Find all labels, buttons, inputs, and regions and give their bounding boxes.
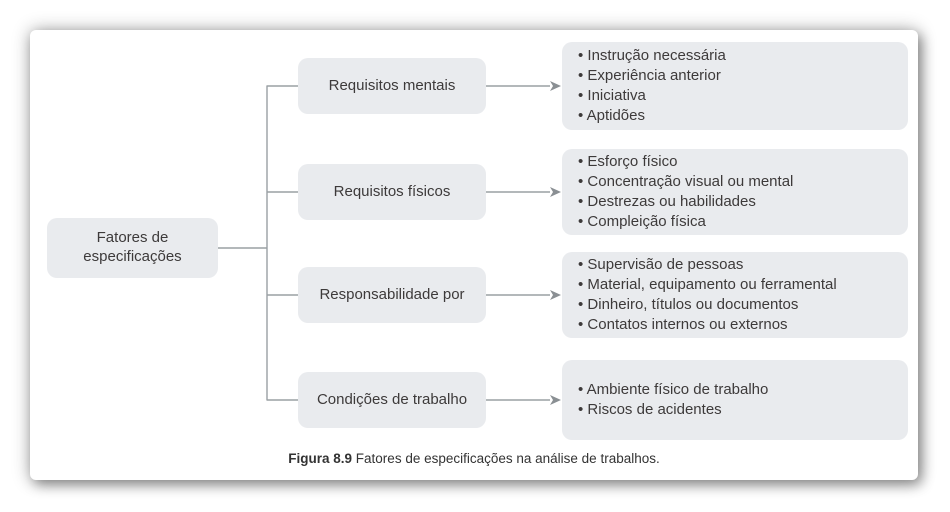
- figure-caption-number: Figura 8.9: [288, 451, 353, 466]
- figure-caption: Figura 8.9 Fatores de especificações na …: [30, 451, 918, 466]
- list-item: Material, equipamento ou ferramental: [578, 275, 898, 295]
- branch-label: Requisitos físicos: [333, 182, 451, 200]
- list-item: Ambiente físico de trabalho: [578, 380, 898, 400]
- branch-label: Requisitos mentais: [328, 76, 456, 94]
- list-item: Compleição física: [578, 212, 898, 232]
- list-item: Contatos internos ou externos: [578, 315, 898, 335]
- list-item: Supervisão de pessoas: [578, 255, 898, 275]
- branch-box-requisitos-fisicos: Requisitos físicos: [298, 164, 486, 220]
- branch-box-requisitos-mentais: Requisitos mentais: [298, 58, 486, 114]
- figure-card: Fatores de especificações Requisitos men…: [30, 30, 918, 480]
- list-item: Dinheiro, títulos ou documentos: [578, 295, 898, 315]
- root-box-fatores-de-especificacoes: Fatores de especificações: [47, 218, 218, 278]
- list-item: Instrução necessária: [578, 46, 898, 66]
- list-item: Iniciativa: [578, 86, 898, 106]
- bullet-list-responsabilidade-por: Supervisão de pessoas Material, equipame…: [562, 252, 908, 338]
- root-box-label: Fatores de especificações: [83, 229, 182, 265]
- list-item: Aptidões: [578, 106, 898, 126]
- branch-box-condicoes-de-trabalho: Condições de trabalho: [298, 372, 486, 428]
- bullet-list-condicoes-de-trabalho: Ambiente físico de trabalho Riscos de ac…: [562, 360, 908, 440]
- list-item: Destrezas ou habilidades: [578, 192, 898, 212]
- list-item: Experiência anterior: [578, 66, 898, 86]
- list-item: Esforço físico: [578, 152, 898, 172]
- bullet-list-requisitos-mentais: Instrução necessária Experiência anterio…: [562, 42, 908, 130]
- bullet-list-requisitos-fisicos: Esforço físico Concentração visual ou me…: [562, 149, 908, 235]
- list-item: Riscos de acidentes: [578, 400, 898, 420]
- figure-caption-text: Fatores de especificações na análise de …: [355, 451, 660, 466]
- list-item: Concentração visual ou mental: [578, 172, 898, 192]
- branch-label: Responsabilidade por: [319, 285, 465, 303]
- branch-box-responsabilidade-por: Responsabilidade por: [298, 267, 486, 323]
- branch-label: Condições de trabalho: [316, 390, 468, 408]
